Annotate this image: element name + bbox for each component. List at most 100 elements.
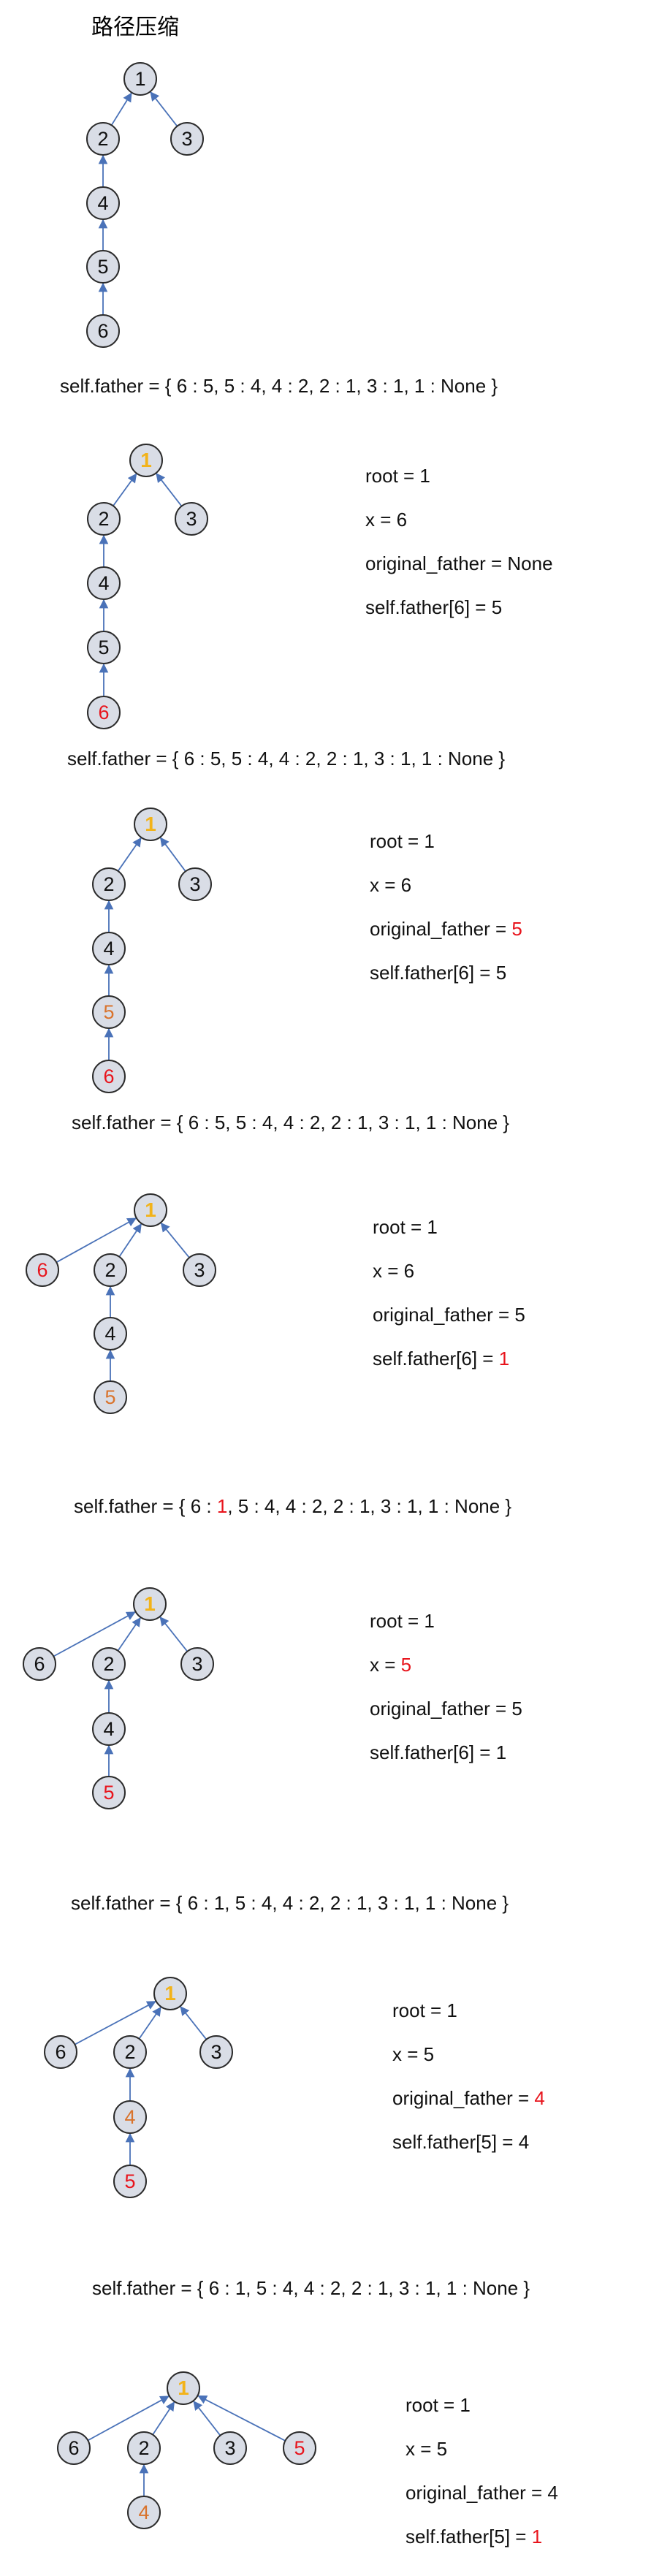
node-label: 5 [103, 1001, 114, 1023]
node-circle [86, 314, 120, 348]
variable-line: root = 1 [392, 1999, 457, 2021]
node-circle [199, 2035, 233, 2069]
tree-node: 1 [134, 1193, 167, 1227]
node-circle [134, 808, 167, 841]
node-label: 6 [55, 2041, 66, 2063]
tree-node: 2 [94, 1253, 127, 1287]
node-circle [127, 2431, 161, 2465]
variable-line: root = 1 [406, 2394, 471, 2416]
variable-line: x = 5 [406, 2438, 447, 2460]
edge-6-to-1 [56, 1217, 137, 1264]
node-label: 2 [103, 1653, 114, 1675]
node-circle [133, 1587, 167, 1621]
edge-3-to-1 [150, 91, 178, 127]
node-label: 3 [189, 873, 200, 895]
node-circle [183, 1253, 216, 1287]
node-circle [94, 1253, 127, 1287]
tree-node: 3 [175, 502, 208, 536]
tree-node: 2 [92, 1647, 126, 1681]
variable-line: original_father = 5 [370, 1698, 522, 1720]
edge-5-to-1 [197, 2395, 286, 2442]
edge-2-to-1 [113, 473, 137, 506]
node-label: 1 [145, 813, 156, 835]
node-circle [113, 2035, 147, 2069]
tree-node: 3 [213, 2431, 247, 2465]
node-label: 3 [181, 128, 192, 150]
page-title: 路径压缩 [91, 15, 179, 39]
tree-node: 3 [183, 1253, 216, 1287]
node-label: 6 [103, 1065, 114, 1087]
tree-node: 6 [26, 1253, 59, 1287]
node-circle [92, 995, 126, 1029]
variable-line: self.father[6] = 5 [365, 596, 502, 618]
node-label: 6 [68, 2437, 79, 2459]
edge-6-to-1 [87, 2395, 170, 2442]
variable-line: original_father = None [365, 552, 553, 574]
tree-node: 2 [113, 2035, 147, 2069]
node-circle [86, 186, 120, 220]
father-dict-line: self.father = { 6 : 1, 5 : 4, 4 : 2, 2 :… [92, 2277, 530, 2299]
edge-6-to-1 [53, 1611, 136, 1657]
node-circle [92, 1712, 126, 1746]
edge-6-to-1 [74, 2001, 156, 2045]
tree-node: 1 [134, 808, 167, 841]
node-label: 2 [97, 128, 108, 150]
tree-node: 6 [92, 1060, 126, 1093]
node-label: 4 [98, 572, 109, 594]
tree-node: 2 [92, 867, 126, 901]
tree-node: 1 [133, 1587, 167, 1621]
tree-node: 3 [170, 122, 204, 156]
node-circle [87, 502, 121, 536]
node-circle [26, 1253, 59, 1287]
father-dict-line: self.father = { 6 : 1, 5 : 4, 4 : 2, 2 :… [74, 1495, 511, 1517]
tree-node: 5 [113, 2165, 147, 2198]
node-circle [153, 1977, 187, 2010]
tree-node: 6 [86, 314, 120, 348]
node-circle [86, 250, 120, 284]
node-circle [175, 502, 208, 536]
node-label: 2 [98, 508, 109, 530]
node-circle [213, 2431, 247, 2465]
edge-2-to-1 [117, 1616, 141, 1652]
tree-node: 3 [199, 2035, 233, 2069]
tree-node: 1 [129, 444, 163, 477]
variable-line: x = 6 [370, 874, 411, 896]
node-label: 2 [103, 873, 114, 895]
tree-node: 2 [127, 2431, 161, 2465]
node-circle [167, 2371, 200, 2405]
tree-node: 1 [123, 62, 157, 96]
edge-3-to-1 [159, 837, 186, 872]
node-label: 1 [144, 1592, 156, 1615]
node-label: 5 [98, 637, 109, 658]
node-label: 3 [210, 2041, 221, 2063]
node-label: 4 [103, 938, 114, 960]
variable-line: x = 6 [373, 1260, 414, 1282]
father-dict-line: self.father = { 6 : 5, 5 : 4, 4 : 2, 2 :… [67, 748, 505, 770]
tree-node: 6 [23, 1647, 56, 1681]
node-circle [123, 62, 157, 96]
node-circle [94, 1317, 127, 1350]
tree-node: 6 [44, 2035, 77, 2069]
node-circle [178, 867, 212, 901]
node-label: 2 [104, 1259, 115, 1281]
node-label: 6 [97, 320, 108, 342]
node-circle [44, 2035, 77, 2069]
node-label: 5 [97, 256, 108, 278]
tree-node: 2 [87, 502, 121, 536]
edge-2-to-1 [118, 1223, 142, 1258]
variable-line: x = 5 [392, 2043, 434, 2065]
variable-line: root = 1 [365, 465, 430, 487]
tree-node: 4 [127, 2496, 161, 2529]
node-label: 4 [138, 2501, 149, 2523]
node-circle [92, 1060, 126, 1093]
tree-node: 3 [178, 867, 212, 901]
node-circle [92, 1647, 126, 1681]
variable-line: self.father[5] = 4 [392, 2131, 529, 2153]
node-label: 4 [103, 1718, 114, 1740]
node-label: 3 [224, 2437, 235, 2459]
